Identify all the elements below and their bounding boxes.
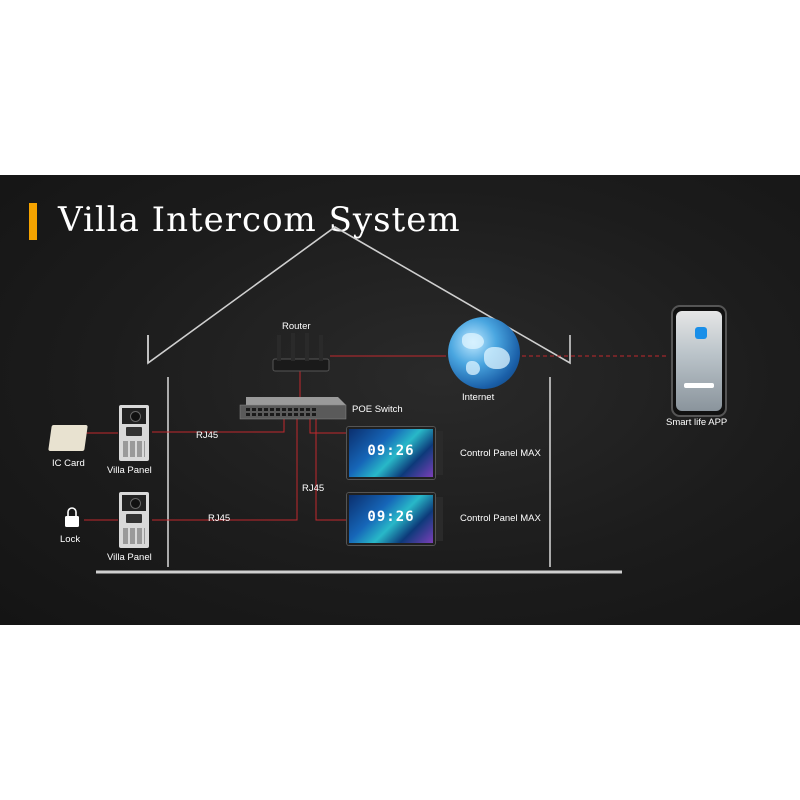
- router-icon: [272, 333, 330, 372]
- lock-label: Lock: [60, 534, 81, 545]
- wire-switch-panel-1: [152, 419, 285, 433]
- control-panel-2-label: Control Panel MAX: [460, 513, 541, 524]
- control-panel-1-label: Control Panel MAX: [460, 448, 541, 459]
- page-title: Villa Intercom System: [58, 200, 461, 240]
- wire-switch-control-2: [315, 419, 346, 521]
- villa-panel-1: [119, 405, 149, 461]
- control-panel-2: 09:26: [347, 493, 443, 545]
- rj45-label-mid: RJ45: [302, 483, 325, 494]
- rj45-label-bottom: RJ45: [208, 513, 231, 524]
- wire-switch-control-1: [309, 419, 346, 434]
- control-panel-1-clock: 09:26: [367, 443, 415, 459]
- diagram-slide: Villa Intercom System: [0, 175, 800, 625]
- smart-life-app-icon: [695, 327, 707, 339]
- connection-diagram: [65, 226, 668, 574]
- internet-label: Internet: [462, 392, 495, 403]
- lock-icon: [65, 507, 79, 527]
- villa-panel-2-label: Villa Panel: [107, 552, 152, 563]
- globe-icon: [448, 317, 520, 389]
- router-label: Router: [282, 321, 311, 332]
- poe-switch-label: POE Switch: [352, 404, 403, 415]
- title-accent-bar: [29, 203, 37, 240]
- villa-panel-2: [119, 492, 149, 548]
- villa-panel-1-label: Villa Panel: [107, 465, 152, 476]
- control-panel-1: 09:26: [347, 427, 443, 479]
- ic-card-label: IC Card: [52, 458, 85, 469]
- rj45-label-top: RJ45: [196, 430, 219, 441]
- wire-switch-panel-2: [152, 419, 298, 521]
- control-panel-2-clock: 09:26: [367, 509, 415, 525]
- switch-icon: [239, 397, 347, 420]
- phone-icon: [671, 305, 727, 417]
- smart-app-label: Smart life APP: [666, 417, 728, 428]
- card-icon: [48, 425, 88, 451]
